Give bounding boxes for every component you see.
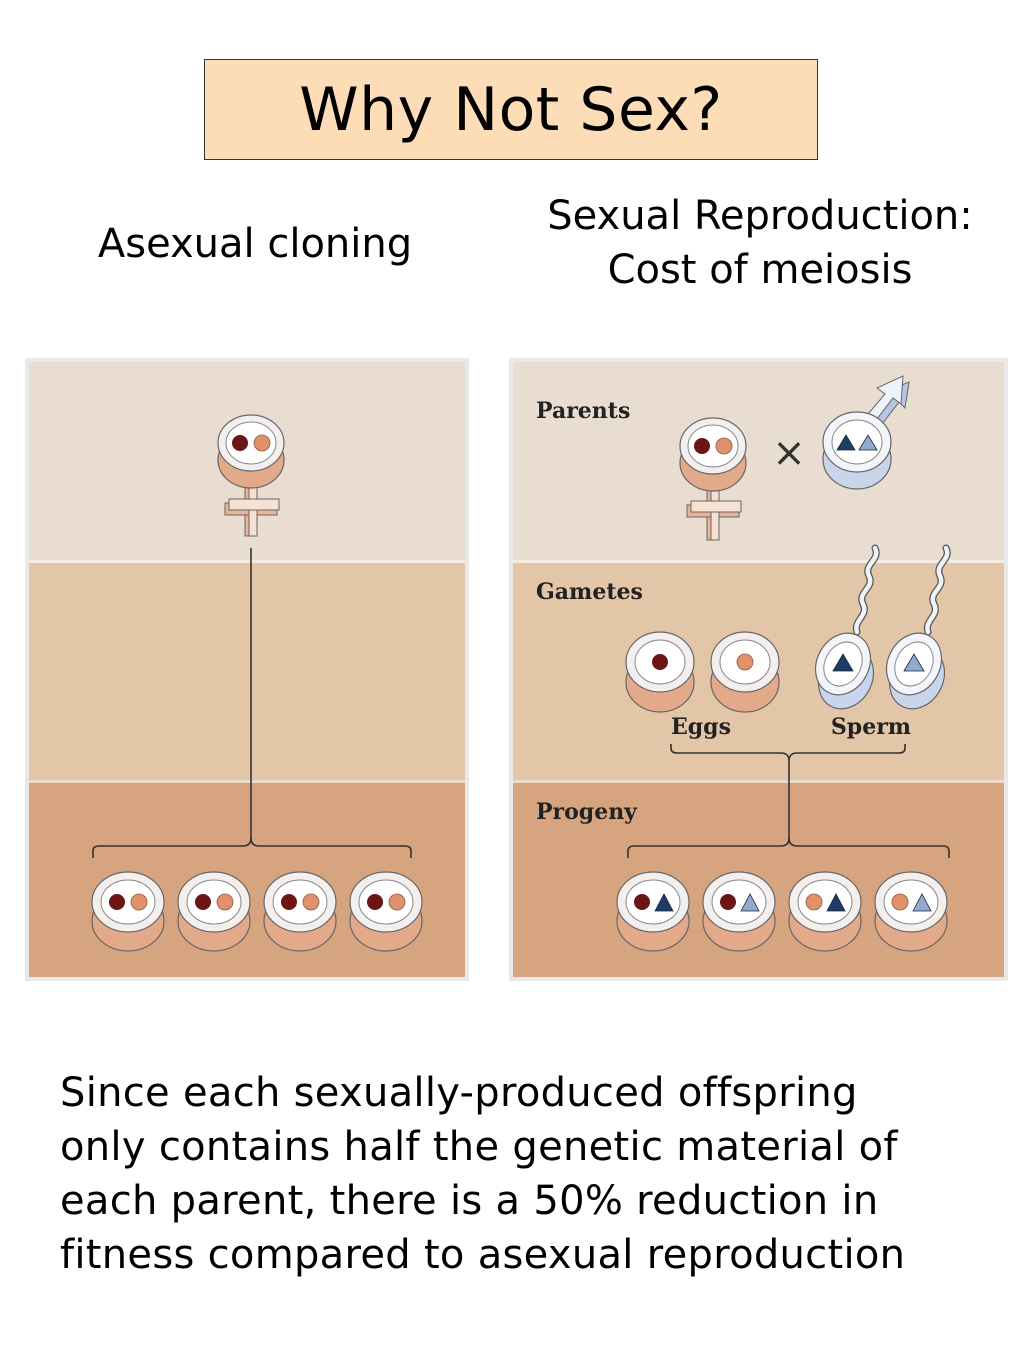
caption-line-3: each parent, there is a 50% reduction in — [60, 1178, 879, 1224]
offspring-dark-dark — [616, 871, 690, 952]
male-parent-icon — [822, 375, 910, 490]
band-divider-2 — [513, 780, 1004, 783]
caption-line-1: Since each sexually-produced offspring — [60, 1070, 858, 1116]
sperm-light-allele — [885, 544, 951, 710]
caption-line-2: only contains half the genetic material … — [60, 1124, 898, 1170]
sexual-heading-line-1: Sexual Reproduction: — [547, 193, 973, 239]
progeny-bracket — [92, 837, 412, 858]
cross-symbol: × — [772, 430, 806, 476]
band-divider-2 — [29, 780, 465, 783]
offspring-light-light — [874, 871, 948, 952]
offspring-dark-light — [702, 871, 776, 952]
sperm-label: Sperm — [831, 714, 911, 740]
sexual-heading-line-2: Cost of meiosis — [607, 247, 913, 293]
asexual-heading: Asexual cloning — [40, 217, 470, 271]
page-title: Why Not Sex? — [299, 74, 723, 145]
clone-offspring-1 — [91, 871, 165, 952]
clone-offspring-3 — [263, 871, 337, 952]
sexual-panel: Parents Gametes Progeny × — [509, 358, 1008, 981]
asexual-heading-text: Asexual cloning — [97, 221, 413, 267]
band-divider-1 — [29, 560, 465, 563]
progeny-bracket — [627, 837, 950, 858]
caption-line-4: fitness compared to asexual reproduction — [60, 1232, 906, 1278]
band-divider-1 — [513, 560, 1004, 563]
female-parent-icon — [679, 417, 747, 541]
stage-label-gametes: Gametes — [536, 579, 643, 605]
caption: Since each sexually-produced offspring o… — [60, 1066, 990, 1282]
asexual-diagram — [29, 362, 465, 977]
band-top — [513, 362, 1004, 560]
clone-offspring-2 — [177, 871, 251, 952]
offspring-light-dark — [788, 871, 862, 952]
title-box: Why Not Sex? — [204, 59, 818, 160]
eggs-label: Eggs — [671, 714, 731, 740]
stage-label-parents: Parents — [536, 398, 630, 424]
sperm-dark-allele — [814, 544, 880, 710]
asexual-panel — [25, 358, 469, 981]
clone-offspring-4 — [349, 871, 423, 952]
egg-dark-allele — [625, 631, 695, 713]
egg-light-allele — [710, 631, 780, 713]
band-middle — [29, 563, 465, 780]
stage-label-progeny: Progeny — [536, 799, 638, 825]
female-symbol-icon — [217, 414, 285, 537]
sexual-diagram: Parents Gametes Progeny × — [513, 362, 1004, 977]
sexual-heading: Sexual Reproduction: Cost of meiosis — [525, 189, 995, 297]
